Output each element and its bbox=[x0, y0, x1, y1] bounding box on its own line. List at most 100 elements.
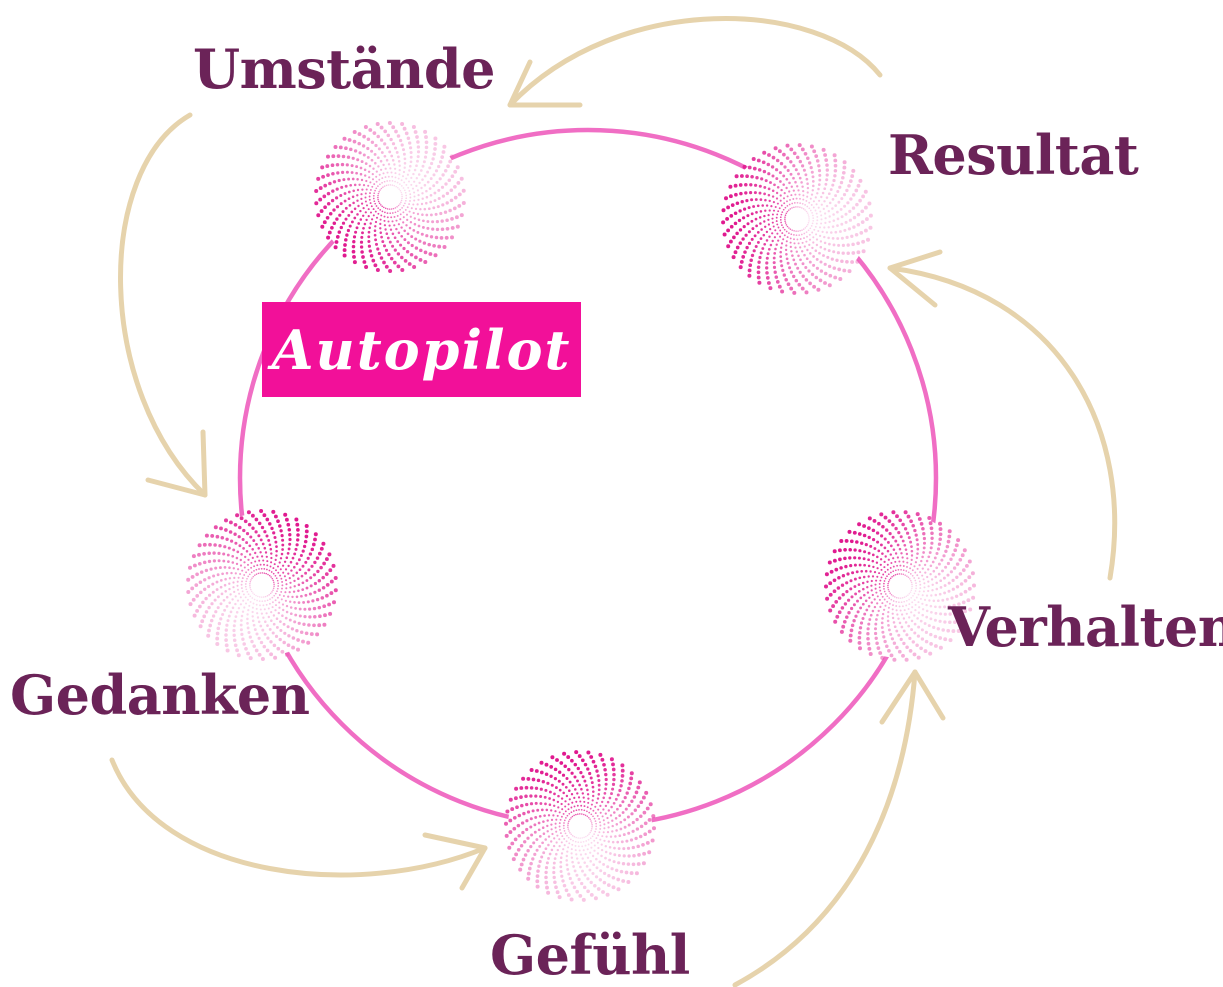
spiral-dot bbox=[327, 603, 331, 607]
spiral-dot bbox=[803, 208, 805, 210]
spiral-dot bbox=[240, 619, 243, 622]
spiral-dot bbox=[820, 269, 823, 272]
spiral-dot bbox=[431, 228, 434, 231]
spiral-dot bbox=[806, 178, 809, 181]
spiral-dot bbox=[376, 122, 380, 126]
spiral-dot bbox=[828, 221, 830, 223]
spiral-dot bbox=[418, 240, 421, 243]
spiral-dot bbox=[205, 610, 209, 614]
spiral-dot bbox=[883, 640, 886, 643]
spiral-dot bbox=[203, 588, 206, 591]
spiral-dot bbox=[794, 194, 796, 196]
spiral-dot bbox=[856, 600, 859, 603]
spiral-dot bbox=[911, 620, 914, 623]
spiral-dot bbox=[636, 845, 640, 849]
spiral-dot bbox=[228, 583, 230, 585]
spiral-dot bbox=[589, 852, 591, 854]
spiral-dot bbox=[289, 577, 291, 579]
spiral-dot bbox=[618, 814, 621, 817]
spiral-dot bbox=[895, 601, 897, 603]
spiral-dot bbox=[930, 594, 932, 596]
spiral-dot bbox=[775, 168, 778, 171]
spiral-dot bbox=[894, 561, 896, 563]
spiral-dot bbox=[816, 216, 818, 218]
spiral-dot bbox=[294, 607, 297, 610]
spiral-dot bbox=[294, 614, 297, 617]
spiral-dot bbox=[240, 624, 243, 627]
spiral-dot bbox=[441, 228, 445, 232]
spiral-dot bbox=[217, 595, 220, 598]
spiral-dot bbox=[757, 231, 760, 234]
spiral-dot bbox=[818, 179, 821, 182]
spiral-dot bbox=[276, 519, 280, 523]
spiral-dot bbox=[376, 268, 380, 272]
spiral-dot bbox=[610, 836, 612, 838]
spiral-dot bbox=[586, 751, 590, 755]
spiral-dot bbox=[534, 831, 537, 834]
spiral-dot bbox=[785, 214, 787, 216]
spiral-dot bbox=[595, 826, 597, 828]
spiral-dot bbox=[316, 556, 320, 560]
spiral-dot bbox=[903, 574, 905, 576]
spiral-dot bbox=[916, 543, 919, 546]
spiral-dot bbox=[892, 570, 894, 572]
spiral-dot bbox=[781, 214, 783, 216]
spiral-dot bbox=[532, 841, 535, 844]
spiral-dot bbox=[351, 171, 354, 174]
spiral-dot bbox=[267, 574, 269, 576]
spiral-dot bbox=[577, 841, 579, 843]
spiral-dot bbox=[282, 572, 284, 574]
spiral-dot bbox=[776, 213, 778, 215]
spiral-dot bbox=[367, 185, 369, 187]
spiral-dot bbox=[585, 836, 587, 838]
spiral-dot bbox=[235, 513, 239, 517]
spiral-dot bbox=[229, 520, 233, 524]
spiral-dot bbox=[258, 653, 262, 657]
spiral-dot bbox=[599, 839, 601, 841]
spiral-dot bbox=[922, 594, 924, 596]
spiral-dot bbox=[430, 213, 433, 216]
spiral-dot bbox=[220, 579, 223, 582]
spiral-dot bbox=[186, 590, 190, 594]
spiral-dot bbox=[899, 565, 901, 567]
spiral-dot bbox=[195, 572, 199, 576]
spiral-dot bbox=[793, 230, 795, 232]
spiral-dot bbox=[921, 614, 924, 617]
spiral-dot bbox=[555, 819, 557, 821]
spiral-dot bbox=[892, 536, 895, 539]
spiral-dot bbox=[347, 156, 350, 159]
spiral-dot bbox=[808, 216, 810, 218]
spiral-dot bbox=[887, 587, 889, 589]
spiral-dot bbox=[549, 803, 552, 806]
spiral-dot bbox=[616, 808, 619, 811]
spiral-dot bbox=[937, 547, 940, 550]
spiral-dot bbox=[240, 564, 242, 566]
spiral-dot bbox=[818, 207, 820, 209]
spiral-dot bbox=[732, 255, 736, 259]
spiral-dot bbox=[824, 272, 828, 276]
spiral-dot bbox=[942, 554, 945, 557]
spiral-dot bbox=[360, 193, 362, 195]
spiral-dot bbox=[627, 847, 630, 850]
spiral-dot bbox=[616, 878, 620, 882]
spiral-dot bbox=[605, 783, 608, 786]
spiral-dot bbox=[611, 788, 614, 791]
spiral-dot bbox=[802, 194, 804, 196]
spiral-dot bbox=[598, 784, 601, 787]
spiral-dot bbox=[933, 600, 936, 603]
spiral-dot bbox=[923, 590, 925, 592]
spiral-dot bbox=[553, 876, 556, 879]
spiral-dot bbox=[926, 576, 928, 578]
spiral-dot bbox=[909, 593, 911, 595]
spiral-dot bbox=[554, 810, 556, 812]
spiral-dot bbox=[586, 810, 588, 812]
spiral-dot bbox=[290, 606, 293, 609]
spiral-dot bbox=[398, 232, 401, 235]
spiral-dot bbox=[904, 596, 906, 598]
spiral-dot bbox=[336, 171, 339, 174]
spiral-dot bbox=[403, 230, 406, 233]
spiral-dot bbox=[625, 840, 628, 843]
spiral-dot bbox=[392, 142, 395, 145]
spiral-dot bbox=[384, 155, 387, 158]
spiral-dot bbox=[852, 193, 856, 197]
